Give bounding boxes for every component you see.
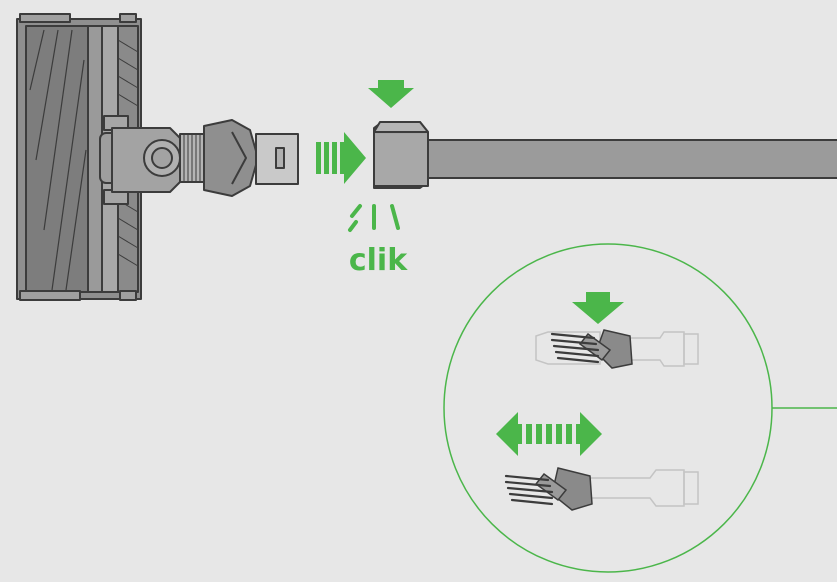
head-rib-lines bbox=[117, 39, 139, 267]
click-burst-icon bbox=[348, 204, 400, 232]
click-sound-label: clik bbox=[349, 243, 408, 278]
insert-arrow-icon bbox=[316, 132, 366, 184]
brush-bar-lines bbox=[29, 29, 87, 291]
crevice-tool-lower bbox=[504, 467, 699, 511]
wand-tube bbox=[373, 121, 837, 189]
crevice-tool-upper bbox=[535, 329, 699, 369]
head-neck-connector bbox=[111, 119, 299, 197]
arrow-down-icon bbox=[572, 292, 624, 324]
double-arrow-icon bbox=[496, 412, 602, 456]
detail-callout bbox=[443, 243, 837, 573]
arrow-down-icon bbox=[368, 80, 414, 108]
